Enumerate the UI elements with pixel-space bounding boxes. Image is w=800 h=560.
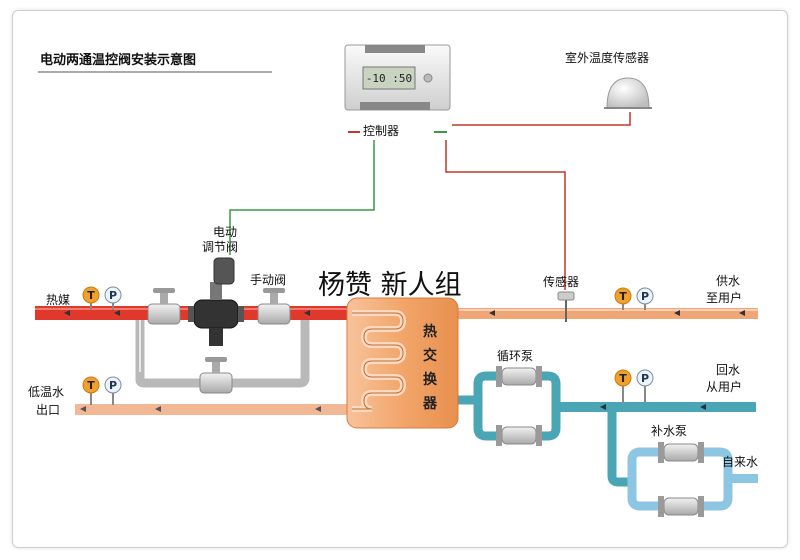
low-temp-flow-arrows	[80, 406, 321, 412]
gauge-pair-supply: T P	[614, 287, 654, 310]
circulation-pump-label: 循环泵	[497, 349, 533, 363]
pressure-gauge-icon	[636, 287, 654, 305]
electric-valve-label-line2: 调节阀	[202, 240, 238, 254]
supply-label-line1: 供水	[716, 274, 740, 288]
diagram-frame	[12, 10, 788, 548]
valve-actuator	[213, 257, 235, 285]
wire-controller-to-outdoor	[452, 112, 631, 126]
return-label-line2: 从用户	[706, 379, 742, 394]
pressure-gauge-icon	[104, 286, 122, 304]
pressure-gauge-letter: P	[109, 379, 117, 392]
outdoor-sensor-label: 室外温度传感器	[565, 50, 649, 65]
heat-exchanger-char-1: 热	[423, 323, 437, 340]
wire-controller-to-valve	[229, 140, 375, 255]
heat-exchanger-char-2: 交	[423, 347, 437, 364]
pressure-gauge-letter: P	[641, 372, 649, 385]
makeup-pump-bottom	[658, 496, 704, 517]
manual-valve-label: 手动阀	[250, 273, 286, 287]
watermark-text: 杨赞 新人组	[318, 270, 462, 301]
controller-terminal-top	[365, 45, 425, 53]
controller: -10 :50	[344, 44, 451, 111]
hot-supply-flow-arrows	[64, 310, 310, 316]
temperature-gauge-icon	[82, 286, 100, 304]
low-temp-outlet-pipe	[75, 404, 350, 415]
circulation-pump-bottom	[496, 425, 542, 446]
heat-exchanger-char-3: 换	[423, 371, 438, 388]
controller-knob	[423, 73, 433, 83]
circulation-pump-top	[496, 366, 542, 387]
sensor-label: 传感器	[543, 274, 579, 289]
circulation-loop-pipe	[458, 371, 561, 441]
heat-exchanger: 热 交 换 器	[346, 297, 459, 429]
electric-valve-label-line1: 电动	[213, 225, 237, 239]
temperature-gauge-letter: T	[87, 379, 95, 392]
bypass-valve	[199, 357, 233, 394]
makeup-feed-pipe	[607, 407, 632, 487]
makeup-pump-top	[658, 442, 704, 463]
controller-lcd	[362, 66, 416, 90]
heat-medium-label: 热媒	[46, 293, 70, 307]
supply-label-line2: 至用户	[706, 290, 742, 305]
pressure-gauge-letter: P	[109, 289, 117, 302]
supply-pipe	[458, 308, 758, 319]
makeup-pump-label: 补水泵	[651, 424, 687, 438]
return-pipe	[556, 402, 756, 412]
temperature-gauge-letter: T	[619, 372, 627, 385]
makeup-loop-pipe	[627, 447, 733, 511]
return-flow-arrows	[600, 404, 706, 410]
low-temp-outlet-label-line1: 低温水	[28, 385, 64, 399]
gauge-pair-return: T P	[614, 369, 654, 403]
low-temp-outlet-label-line2: 出口	[36, 403, 60, 417]
outdoor-sensor	[604, 77, 652, 109]
gauge-pair-hot: T P	[82, 286, 122, 310]
temperature-gauge-icon	[82, 376, 100, 394]
controller-lcd-readout: -10 :50	[366, 72, 412, 85]
diagram-title: 电动两通温控阀安装示意图	[40, 52, 196, 68]
temperature-gauge-icon	[614, 287, 632, 305]
return-label-line1: 回水	[716, 363, 740, 377]
heat-exchanger-char-4: 器	[422, 396, 438, 412]
temperature-gauge-letter: T	[87, 289, 95, 302]
tap-water-label: 自来水	[722, 455, 758, 469]
electric-control-valve	[188, 257, 244, 346]
pressure-gauge-icon	[636, 369, 654, 387]
supply-flow-arrows	[489, 310, 745, 316]
pressure-gauge-icon	[104, 376, 122, 394]
manual-valve-left	[147, 288, 181, 325]
tap-water-pipe	[728, 474, 758, 483]
heat-exchanger-coil-edge	[352, 312, 404, 410]
temperature-gauge-letter: T	[619, 290, 627, 303]
pressure-gauge-letter: P	[641, 290, 649, 303]
supply-sensor	[557, 291, 575, 322]
manual-valve-right	[257, 288, 291, 325]
temperature-gauge-icon	[614, 369, 632, 387]
outdoor-sensor-dome	[606, 77, 650, 109]
controller-label: 控制器	[363, 124, 399, 138]
controller-terminal-bottom	[360, 102, 430, 110]
wire-controller-to-sensor	[445, 140, 566, 290]
gauge-pair-outlet: T P	[82, 376, 122, 405]
